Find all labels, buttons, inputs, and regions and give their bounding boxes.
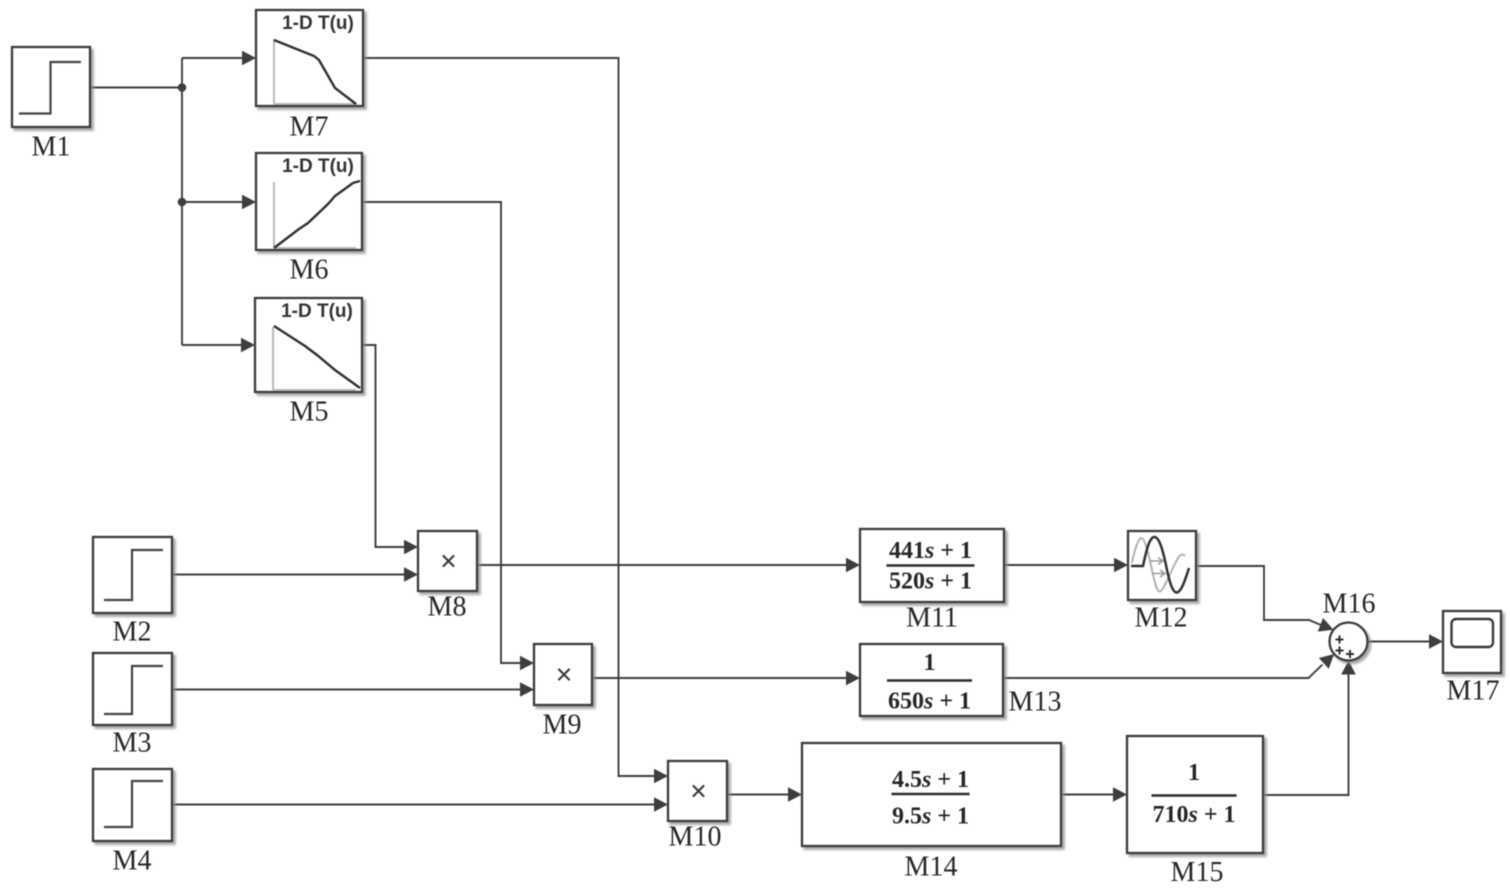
svg-text:1-D T(u): 1-D T(u) xyxy=(282,13,354,34)
svg-text:M10: M10 xyxy=(669,822,722,853)
svg-text:M12: M12 xyxy=(1135,603,1188,634)
svg-text:1-D T(u): 1-D T(u) xyxy=(281,301,353,322)
svg-text:M13: M13 xyxy=(1009,687,1062,718)
svg-text:M3: M3 xyxy=(113,728,152,759)
svg-text:M8: M8 xyxy=(428,592,467,623)
svg-text:9.5s + 1: 9.5s + 1 xyxy=(892,804,969,830)
svg-text:M9: M9 xyxy=(543,710,582,741)
svg-text:M2: M2 xyxy=(113,617,152,648)
svg-text:1: 1 xyxy=(1188,760,1200,786)
svg-text:M7: M7 xyxy=(290,112,329,143)
svg-text:520s + 1: 520s + 1 xyxy=(889,569,972,595)
svg-text:M6: M6 xyxy=(290,255,329,286)
svg-text:M15: M15 xyxy=(1171,857,1224,888)
svg-text:650s + 1: 650s + 1 xyxy=(888,689,971,715)
svg-text:M11: M11 xyxy=(906,603,958,634)
svg-text:M17: M17 xyxy=(1447,676,1500,707)
svg-text:1-D T(u): 1-D T(u) xyxy=(282,156,354,177)
svg-text:M4: M4 xyxy=(113,846,152,877)
svg-text:M1: M1 xyxy=(32,132,71,163)
svg-text:710s + 1: 710s + 1 xyxy=(1152,802,1235,828)
svg-text:1: 1 xyxy=(924,650,936,676)
svg-text:M16: M16 xyxy=(1323,589,1376,620)
svg-text:4.5s + 1: 4.5s + 1 xyxy=(892,767,969,793)
svg-text:M14: M14 xyxy=(905,852,958,883)
svg-text:M5: M5 xyxy=(290,397,329,428)
svg-text:441s + 1: 441s + 1 xyxy=(889,538,972,564)
